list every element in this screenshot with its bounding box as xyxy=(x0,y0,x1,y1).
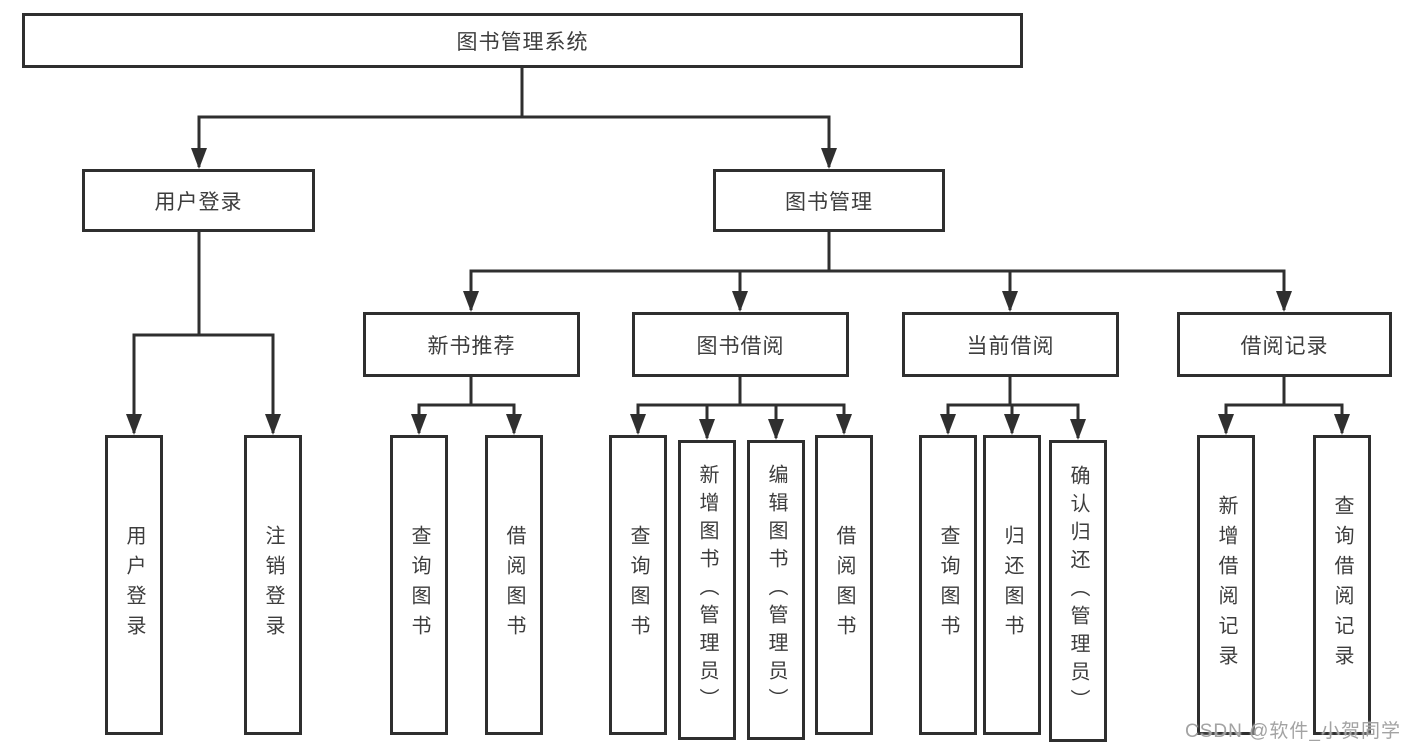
csdn-watermark: CSDN @软件_小贺同学 xyxy=(1185,721,1401,742)
node-book-borrow: 图书借阅 xyxy=(632,312,849,377)
connector-user-login-rail xyxy=(126,333,281,435)
node-library-management-system: 图书管理系统 xyxy=(22,13,1023,68)
leaf-user-login: 用户登录 xyxy=(105,435,163,735)
node-new-book-recommend: 新书推荐 xyxy=(363,312,580,377)
leaf-add-borrow-record: 新增借阅记录 xyxy=(1197,435,1255,735)
leaf-add-book-admin: 新增图书（管理员） xyxy=(678,440,736,740)
leaf-recommend-query-book: 查询图书 xyxy=(390,435,448,735)
connector-level3-rail xyxy=(463,269,1292,312)
node-current-borrow: 当前借阅 xyxy=(902,312,1119,377)
leaf-query-borrow-record: 查询借阅记录 xyxy=(1313,435,1371,735)
leaf-current-query-book: 查询图书 xyxy=(919,435,977,735)
node-user-login: 用户登录 xyxy=(82,169,315,232)
connector-new-book-rail xyxy=(411,403,522,435)
connector-level2-rail xyxy=(191,115,837,169)
leaf-edit-book-admin: 编辑图书（管理员） xyxy=(747,440,805,740)
connector-book-borrow-rail xyxy=(630,403,852,435)
node-book-management: 图书管理 xyxy=(713,169,945,232)
leaf-return-book: 归还图书 xyxy=(983,435,1041,735)
leaf-logout: 注销登录 xyxy=(244,435,302,735)
connector-borrow-records-rail xyxy=(1218,403,1350,435)
node-borrow-records: 借阅记录 xyxy=(1177,312,1392,377)
leaf-recommend-borrow-book: 借阅图书 xyxy=(485,435,543,735)
leaf-borrow-book: 借阅图书 xyxy=(815,435,873,735)
leaf-confirm-return-admin: 确认归还（管理员） xyxy=(1049,440,1107,742)
leaf-borrow-query-book: 查询图书 xyxy=(609,435,667,735)
